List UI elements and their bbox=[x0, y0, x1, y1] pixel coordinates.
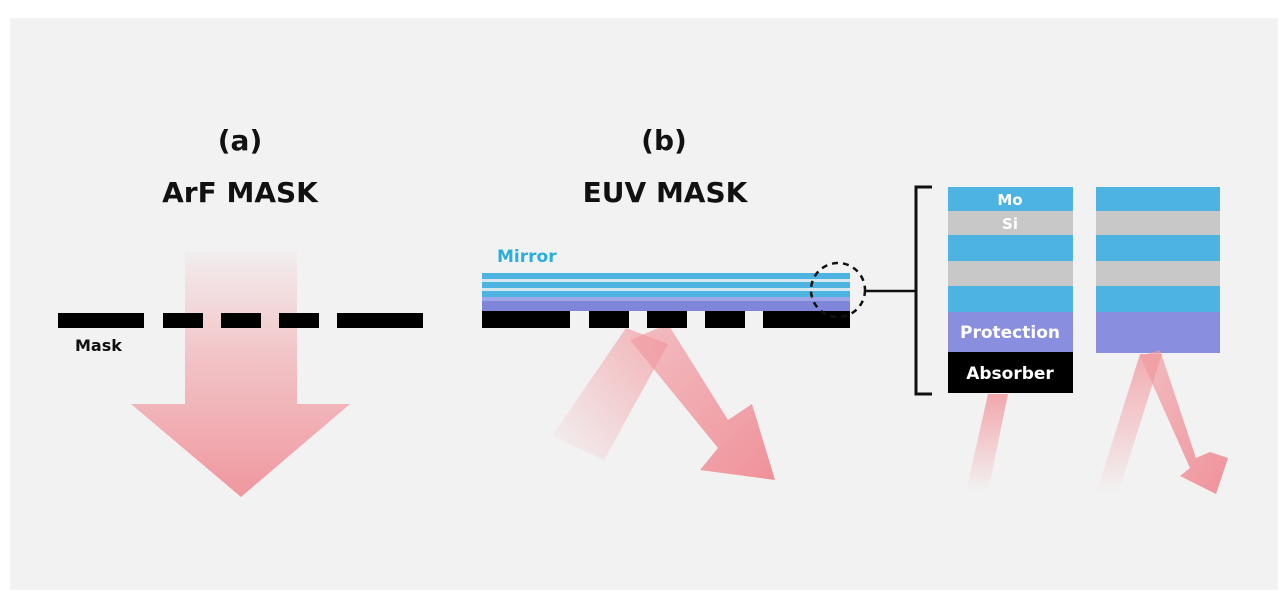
panel-a-title: ArF MASK bbox=[162, 176, 319, 209]
detail-stack-absorber bbox=[948, 187, 1073, 393]
mirror-label: Mirror bbox=[497, 247, 557, 267]
detail-stack-reflective bbox=[1096, 187, 1220, 353]
absorber-label: Absorber bbox=[966, 364, 1054, 384]
arf-mask-label: Mask bbox=[75, 336, 122, 355]
protection-label: Protection bbox=[960, 323, 1060, 343]
zoom-circle bbox=[809, 261, 867, 319]
panel-a-letter: (a) bbox=[218, 124, 263, 157]
euv-mirror-stack bbox=[482, 273, 850, 311]
panel-arf: (a) ArF MASK Mask bbox=[58, 124, 423, 497]
si-label: Si bbox=[1002, 215, 1018, 233]
euv-absorber-pattern bbox=[482, 311, 850, 328]
detail-bracket bbox=[914, 185, 932, 396]
detail-view: Mo Si Protection Absorber bbox=[914, 185, 1228, 494]
arf-mask bbox=[58, 313, 423, 328]
detail-reflected-arrow bbox=[1140, 350, 1228, 494]
mo-label: Mo bbox=[997, 191, 1022, 209]
euv-incident-beam bbox=[552, 328, 668, 460]
panel-b-letter: (b) bbox=[641, 124, 687, 157]
absorbed-beam bbox=[966, 394, 1008, 492]
detail-incident-beam bbox=[1096, 354, 1162, 494]
panel-euv: (b) EUV MASK Mirror bbox=[482, 124, 916, 480]
panel-b-title: EUV MASK bbox=[583, 176, 749, 209]
euv-reflected-arrow bbox=[630, 324, 775, 480]
